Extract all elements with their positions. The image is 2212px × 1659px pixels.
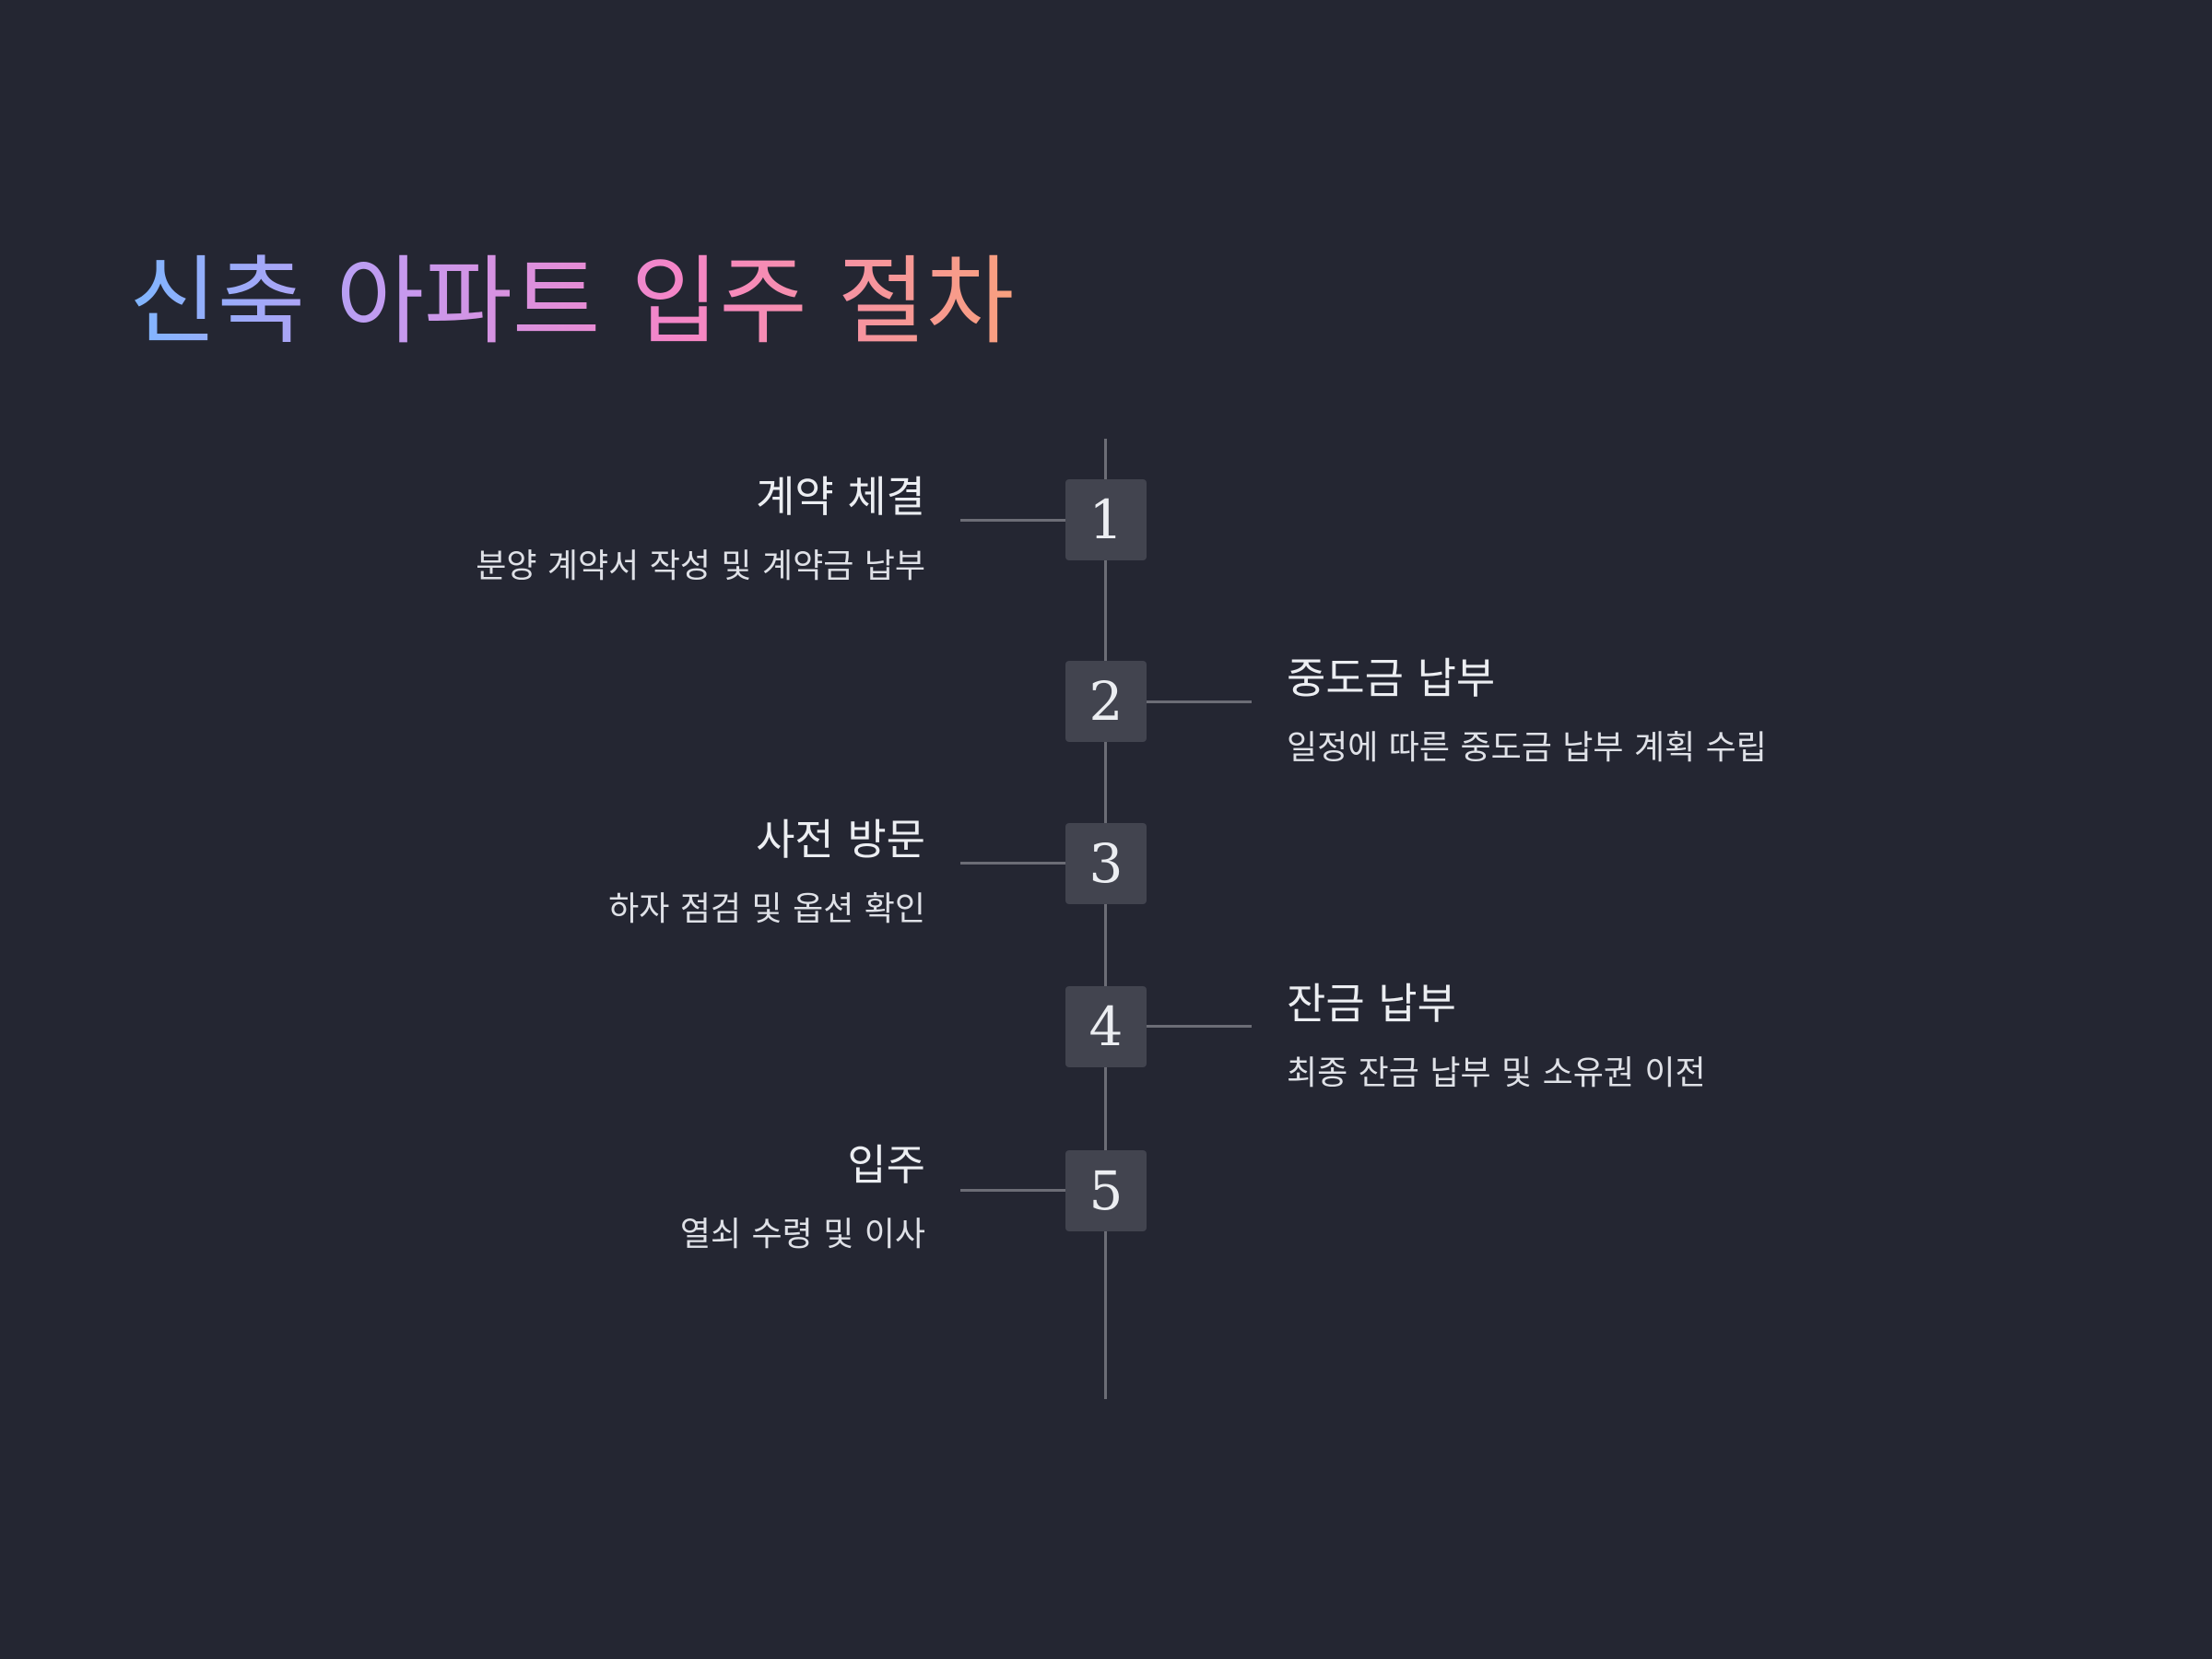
timeline-axis — [1104, 439, 1107, 1399]
step-3-description: 하자 점검 및 옵션 확인 — [608, 890, 925, 929]
step-2-description: 일정에 따른 중도금 납부 계획 수립 — [1287, 729, 1767, 768]
step-3-box: 3 — [1065, 823, 1147, 904]
step-1-connector — [960, 519, 1065, 522]
step-5-text: 입주 열쇠 수령 및 이사 — [409, 1140, 925, 1254]
step-4-text: 잔금 납부 최종 잔금 납부 및 소유권 이전 — [1287, 979, 1803, 1093]
step-1-text: 계약 체결 분양 계약서 작성 및 계약금 납부 — [409, 472, 925, 586]
step-2-text: 중도금 납부 일정에 따른 중도금 납부 계획 수립 — [1287, 653, 1803, 768]
step-1-title: 계약 체결 — [756, 472, 925, 522]
step-2-box: 2 — [1065, 661, 1147, 742]
step-2-title: 중도금 납부 — [1287, 653, 1496, 703]
step-5-description: 열쇠 수령 및 이사 — [679, 1216, 925, 1254]
step-4-title: 잔금 납부 — [1287, 979, 1456, 1029]
step-5-title: 입주 — [847, 1140, 925, 1190]
step-3-title: 사전 방문 — [756, 815, 925, 865]
step-5-connector — [960, 1189, 1065, 1192]
step-4-description: 최종 잔금 납부 및 소유권 이전 — [1287, 1054, 1706, 1093]
step-1-description: 분양 계약서 작성 및 계약금 납부 — [476, 547, 925, 586]
step-3-text: 사전 방문 하자 점검 및 옵션 확인 — [409, 815, 925, 929]
step-5-box: 5 — [1065, 1150, 1147, 1231]
step-4-connector — [1147, 1025, 1252, 1028]
step-4-box: 4 — [1065, 986, 1147, 1067]
step-1-box: 1 — [1065, 479, 1147, 560]
page-title: 신축 아파트 입주 절차 — [129, 245, 1015, 358]
step-3-connector — [960, 862, 1065, 865]
step-2-connector — [1147, 700, 1252, 703]
